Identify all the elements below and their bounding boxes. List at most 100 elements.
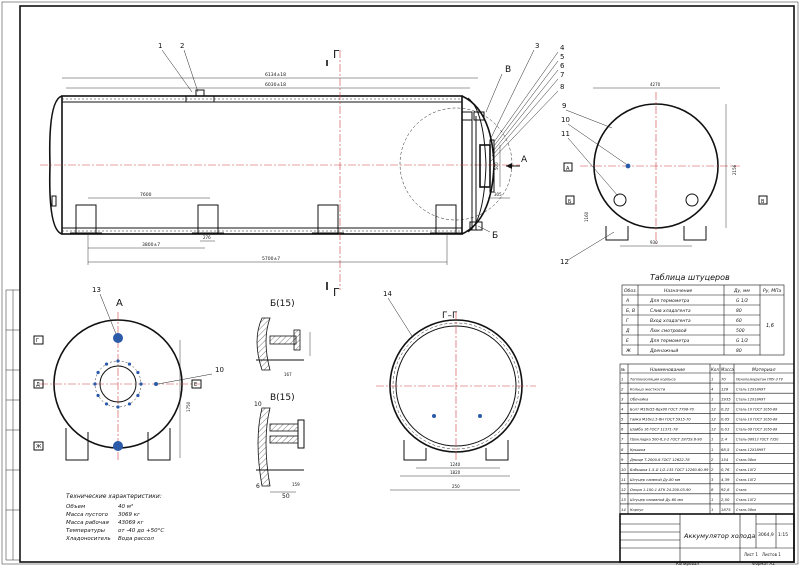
spec-cell: 3 [621, 396, 624, 401]
spec-cell: 5 [621, 417, 624, 422]
nozzle-cell: 500 [736, 328, 745, 334]
spec-cell: Штуцер сливной Ду-80 мм [630, 478, 681, 482]
spec-cell: Сталь 10Г2 [736, 468, 756, 472]
spec-cell: Болт М16х55-6gх80 ГОСТ 7798-70 [630, 407, 695, 411]
spec-cell: 0,05 [721, 417, 730, 422]
nozzle-table-title: Таблица штуцеров [650, 273, 730, 282]
drawing-sheets: Листов 1 [762, 552, 781, 557]
nozzle-cell: 80 [736, 308, 742, 314]
specs-heading: Технические характеристики: [66, 493, 162, 500]
callout-12: 12 [560, 258, 569, 266]
dim-top1: 6134±18 [265, 72, 286, 78]
bolt-hole [127, 362, 132, 366]
main-vessel-view: 6134±18 6030±18 [40, 42, 565, 299]
section-gg: Г–Г 1240 1820 250 14 [376, 290, 536, 491]
drawing-sheet-no: Лист 1 [744, 552, 758, 557]
svg-text:Объем: Объем [66, 504, 85, 510]
spec-cell: 154 [721, 457, 729, 462]
svg-text:Хладоноситель: Хладоноситель [65, 536, 111, 542]
svg-text:A: A [566, 166, 570, 172]
nozzle-cell: G 1/2 [736, 338, 748, 344]
spec-cell: Сталь 08кп [736, 458, 757, 462]
callout-10b: 10 [215, 366, 224, 374]
dim-2156: 2156 [732, 164, 737, 175]
spec-cell: Корпус [630, 508, 644, 512]
view-a: А Г Д Е Ж 13 10 1750 [33, 286, 224, 461]
bolt-hole [136, 393, 140, 398]
spec-cell: Крышка [630, 448, 645, 452]
svg-text:Назначение: Назначение [664, 288, 693, 294]
dim-1160: 1160 [584, 211, 589, 222]
dim-1240: 1240 [450, 462, 461, 467]
arrow-a-label: А [521, 155, 528, 165]
svg-text:Б: Б [568, 199, 572, 205]
spec-cell: 4,39 [721, 477, 730, 482]
spec-cell: Сталь 12Х18Н9Т [736, 397, 766, 401]
callout-1: 1 [158, 42, 162, 50]
spec-cell: 12 [711, 427, 716, 432]
spec-cell: 2,50 [721, 497, 730, 502]
svg-text:Температуры: Температуры [66, 528, 106, 534]
nozzle-cell: Для термометра [649, 338, 690, 344]
drawing-mass: 3064,9 [758, 532, 774, 538]
detail-v15-title: В(15) [270, 393, 295, 403]
svg-text:Масса пустого: Масса пустого [66, 512, 109, 518]
callout-10-v: 10 [254, 401, 262, 408]
tech-specs: Технические характеристики: Объем 40 м³ … [65, 493, 164, 542]
callout-b: Б [492, 231, 498, 241]
spec-cell: Обечайка [630, 397, 648, 401]
spec-cell: Сталь 10 ГОСТ 1050-88 [736, 418, 778, 422]
title-block: Аккумулятор холода 3064,9 1:15 Лист 1 Ли… [619, 513, 795, 563]
spec-cell: 1 [711, 437, 713, 442]
spec-cell: Сталь 08 ГОСТ 1050-88 [736, 428, 778, 432]
spec-cell: Гайка М16х1,5-6Н ГОСТ 5915-70 [630, 418, 691, 422]
callout-6: 6 [560, 62, 565, 70]
nozzle-cell: Е [626, 338, 629, 344]
callout-3: 3 [535, 42, 539, 50]
bolt-hole [127, 402, 132, 406]
dim-500: 500 [494, 162, 499, 170]
nozzle-cell: А [625, 298, 629, 304]
spec-cell: Штуцер наливной Ду-60 мм [630, 498, 683, 502]
spec-cell: 0,01 [721, 427, 729, 432]
svg-text:Материал: Материал [752, 367, 776, 373]
dim-1750: 1750 [186, 401, 191, 412]
nozzle-cell: 60 [736, 318, 742, 324]
nozzle-cell: Д [625, 328, 630, 334]
spec-cell: 70 [721, 376, 726, 381]
bolt-circle [93, 359, 143, 409]
spec-cell: 128 [721, 386, 729, 391]
dim-167: 167 [284, 372, 292, 377]
svg-text:№: № [620, 367, 625, 372]
svg-text:Масса: Масса [721, 367, 734, 372]
svg-text:Е: Е [194, 382, 197, 388]
nozzle-cell: Г [626, 318, 629, 324]
bolt-hole [96, 393, 100, 398]
spec-cell: Сталь 10 ГОСТ 1050-88 [736, 407, 778, 411]
drawing-scale: 1:15 [778, 532, 788, 538]
nozzle-cell: Люк смотровой [649, 328, 687, 334]
nozzle-cell: Слив хладагента [650, 308, 691, 314]
svg-text:Вода рассол: Вода рассол [118, 536, 154, 542]
svg-text:Ж: Ж [36, 444, 42, 450]
spec-cell: Днище Т-2000-6 ГОСТ 12622-78 [629, 458, 690, 462]
format-label: Формат А1 [752, 561, 775, 566]
nozzle-pressure: 1,6 [766, 323, 774, 329]
svg-text:Ду, мм: Ду, мм [733, 288, 750, 294]
spec-cell: Бобышка 1-5-G 1/2-135 ГОСТ 12260.60-99 [630, 468, 709, 472]
bolt-hole [104, 402, 109, 406]
nozzle-cell: 80 [736, 348, 742, 354]
spec-cell: 1 [711, 447, 713, 452]
binding-strip [5, 289, 21, 561]
spec-cell: Сталь 08Х13 ГОСТ 7350 [736, 438, 778, 442]
callout-11: 11 [561, 130, 570, 138]
svg-text:43069 кг: 43069 кг [118, 520, 144, 526]
section-mark-top: Г [333, 48, 340, 61]
copied-label: Копировал [676, 561, 699, 566]
spec-cell: Прокладка 500-6,3-2 ГОСТ 28759.6-90 [630, 438, 703, 442]
spec-cell: 1 [711, 376, 713, 381]
nozzle-table: Таблица штуцеров Обоз. Назначение Ду, мм… [621, 273, 785, 356]
spec-cell: Теплоизоляция корпуса [630, 377, 676, 381]
